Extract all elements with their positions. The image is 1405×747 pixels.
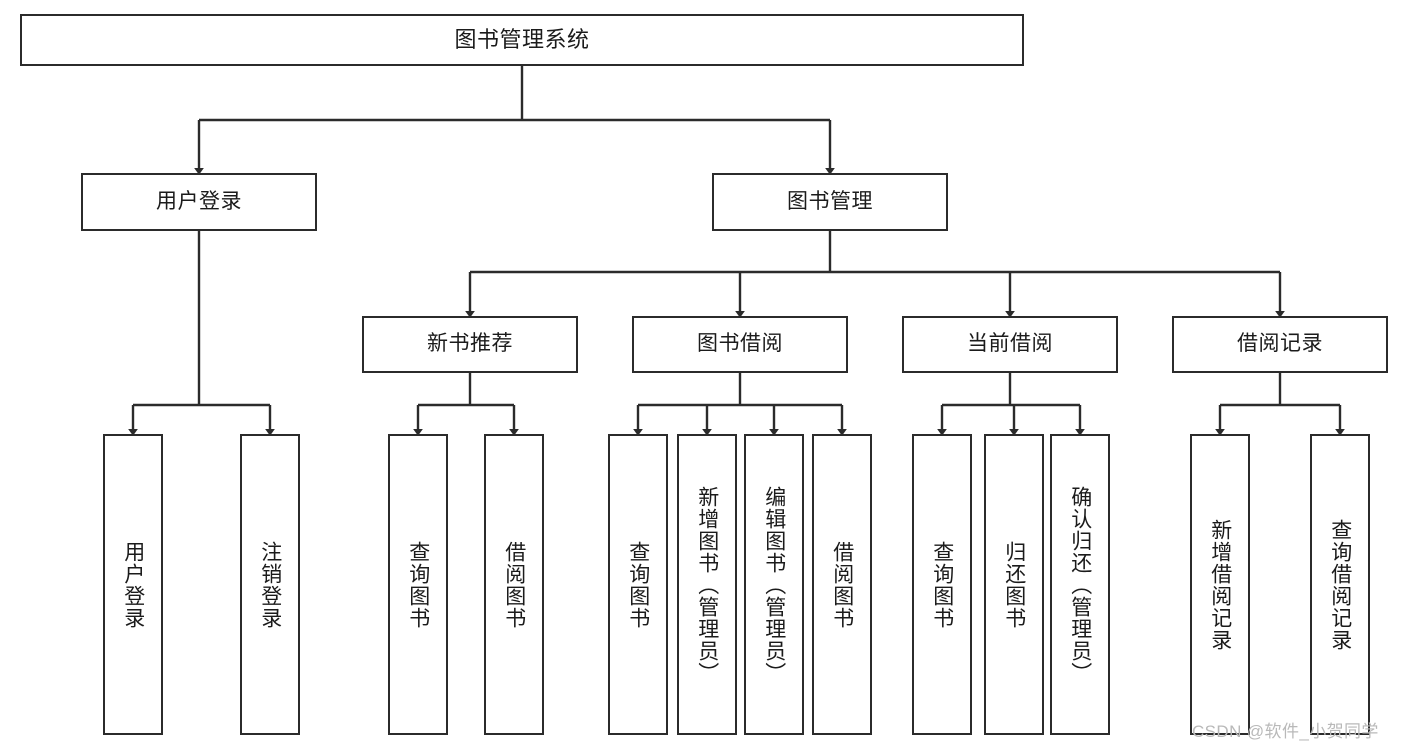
node-label: 新增借阅记录 [1208,518,1232,651]
node-leaf_new_0[interactable]: 查询图书 [388,434,448,735]
node-leaf_record_0[interactable]: 新增借阅记录 [1190,434,1250,735]
node-label: 查询借阅记录 [1328,518,1352,651]
node-leaf_new_1[interactable]: 借阅图书 [484,434,544,735]
node-label: 查询图书 [930,540,954,629]
edge-group [128,66,1345,436]
node-leaf_borrow_1[interactable]: 新增图书（管理员） [677,434,737,735]
node-label: 用户登录 [121,540,145,629]
node-label: 当前借阅 [967,332,1053,356]
node-label: 图书管理 [787,189,873,213]
node-leaf_borrow_0[interactable]: 查询图书 [608,434,668,735]
node-leaf_login_1[interactable]: 注销登录 [240,434,300,735]
node-label: 借阅记录 [1237,332,1323,356]
node-l2_3[interactable]: 借阅记录 [1172,316,1388,373]
node-l1_1[interactable]: 图书管理 [712,173,948,231]
node-label: 注销登录 [258,540,282,629]
node-label: 编辑图书（管理员） [762,485,786,684]
node-label: 新增图书（管理员） [695,485,719,684]
node-label: 借阅图书 [502,540,526,629]
node-l2_0[interactable]: 新书推荐 [362,316,578,373]
node-leaf_login_0[interactable]: 用户登录 [103,434,163,735]
node-label: 确认归还（管理员） [1068,485,1092,684]
node-leaf_current_0[interactable]: 查询图书 [912,434,972,735]
node-label: 借阅图书 [830,540,854,629]
node-leaf_record_1[interactable]: 查询借阅记录 [1310,434,1370,735]
node-label: 图书借阅 [697,332,783,356]
node-leaf_borrow_2[interactable]: 编辑图书（管理员） [744,434,804,735]
node-label: 用户登录 [156,189,242,213]
node-l2_1[interactable]: 图书借阅 [632,316,848,373]
node-label: 归还图书 [1002,540,1026,629]
node-leaf_borrow_3[interactable]: 借阅图书 [812,434,872,735]
node-leaf_current_2[interactable]: 确认归还（管理员） [1050,434,1110,735]
node-label: 新书推荐 [427,332,513,356]
node-leaf_current_1[interactable]: 归还图书 [984,434,1044,735]
watermark-text: CSDN @软件_小贺同学 [1192,722,1379,741]
node-l2_2[interactable]: 当前借阅 [902,316,1118,373]
node-l1_0[interactable]: 用户登录 [81,173,317,231]
node-root[interactable]: 图书管理系统 [20,14,1024,66]
node-label: 查询图书 [406,540,430,629]
node-label: 图书管理系统 [454,27,590,53]
node-label: 查询图书 [626,540,650,629]
